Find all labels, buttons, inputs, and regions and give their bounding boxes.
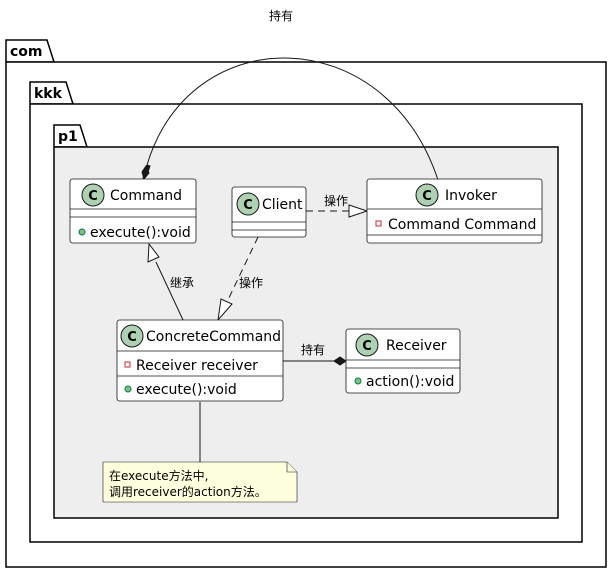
private-field-icon [375, 220, 382, 227]
realization-arrow [348, 204, 369, 218]
class-badge-icon [236, 192, 260, 216]
edge-label-invoker-command: 持有 [269, 8, 293, 23]
public-method-icon [124, 385, 132, 393]
class-client: C Client [231, 186, 307, 238]
package-kkk-name: kkk [34, 86, 63, 102]
method-execute: execute():void [90, 225, 191, 241]
class-concrete-command: C ConcreteCommand Receiver receiver exec… [116, 319, 284, 402]
attribute-receiver: Receiver receiver [136, 358, 258, 374]
edge-label-client-invoker: 操作 [324, 193, 348, 208]
generalization-arrow [147, 242, 160, 263]
edge-label-client-concrete: 操作 [239, 275, 263, 290]
method-execute: execute():void [136, 382, 237, 398]
package-com-name: com [10, 44, 43, 60]
class-badge-icon [355, 333, 379, 357]
class-name: Invoker [445, 188, 497, 204]
class-name: ConcreteCommand [146, 329, 281, 345]
class-command: C Command execute():void [69, 178, 197, 244]
note-line-2: 调用receiver的action方法。 [109, 484, 267, 499]
class-name: Receiver [386, 338, 447, 354]
class-badge-letter: C [127, 330, 137, 345]
package-p1-name: p1 [58, 129, 78, 145]
class-name: Command [110, 188, 182, 204]
edge-label-concrete-command: 继承 [170, 276, 194, 290]
class-badge-letter: C [362, 339, 372, 354]
class-badge-letter: C [88, 189, 98, 204]
class-badge-icon [81, 183, 105, 207]
public-method-icon [78, 228, 86, 236]
attribute-command: Command Command [388, 217, 536, 233]
note: 在execute方法中, 调用receiver的action方法。 [102, 461, 298, 503]
note-line-1: 在execute方法中, [109, 468, 208, 483]
class-name: Client [262, 197, 303, 213]
method-action: action():void [366, 374, 454, 390]
composition-diamond-2 [333, 356, 347, 366]
edge-label-concrete-receiver: 持有 [301, 342, 325, 357]
class-badge-letter: C [422, 189, 432, 204]
class-badge-icon [120, 324, 144, 348]
edge-client-concrete: 操作 [217, 236, 263, 322]
class-badge-icon [415, 183, 439, 207]
private-field-icon [124, 361, 131, 368]
realization-arrow-2 [217, 298, 233, 322]
class-receiver: C Receiver action():void [345, 328, 461, 394]
edge-concrete-receiver: 持有 [283, 342, 347, 366]
edge-concrete-command: 继承 [147, 242, 194, 321]
public-method-icon [354, 377, 362, 385]
class-badge-letter: C [243, 198, 253, 213]
edge-client-invoker: 操作 [306, 193, 369, 218]
class-invoker: C Invoker Command Command [366, 178, 543, 244]
